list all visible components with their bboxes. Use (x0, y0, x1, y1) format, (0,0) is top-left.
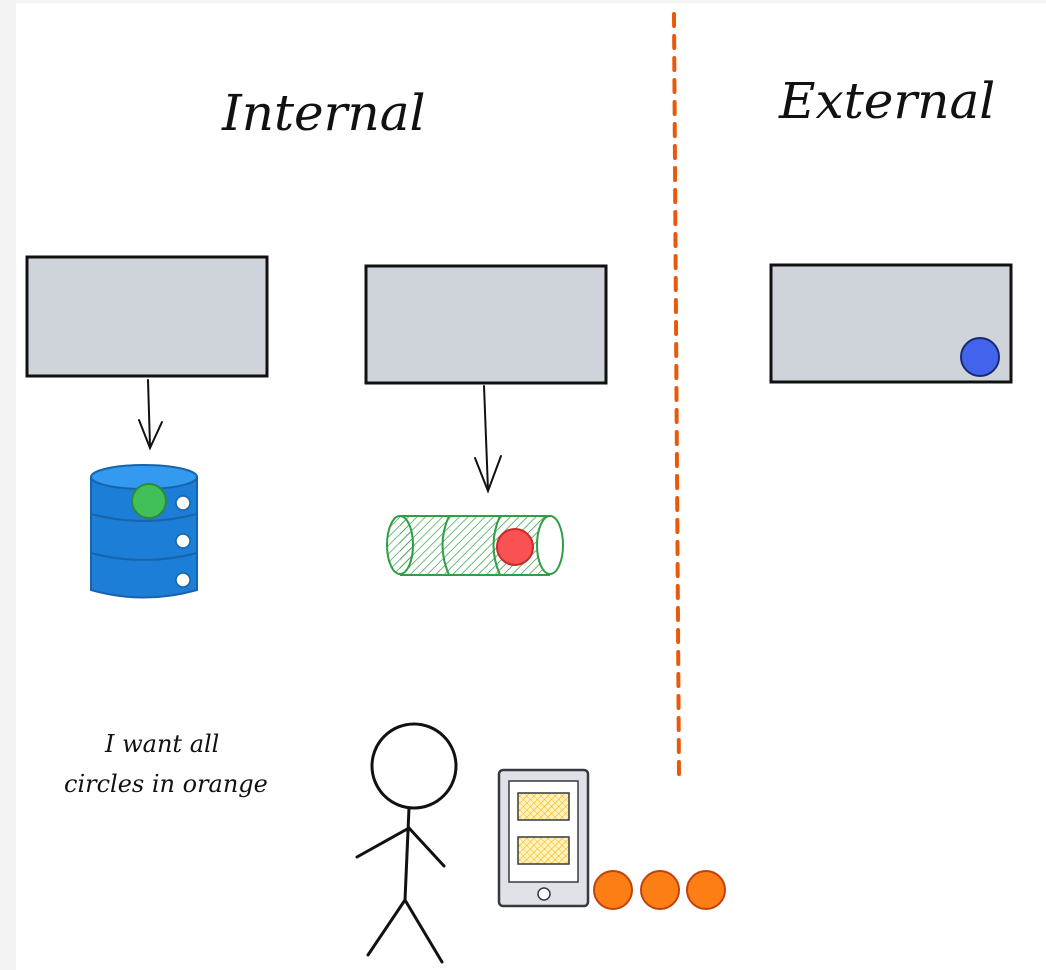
red-circle (496, 528, 534, 566)
internal-service-box-1[interactable] (25, 255, 269, 378)
arrow-box2-to-queue (474, 385, 502, 494)
speech-line-2: circles in orange (64, 770, 268, 798)
external-service-box[interactable] (769, 263, 1013, 384)
internal-service-box-2[interactable] (364, 264, 608, 385)
zone-divider (672, 12, 681, 777)
orange-circle-1 (593, 870, 633, 910)
speech-line-1: I want all (104, 730, 219, 758)
blue-circle (960, 337, 1000, 377)
orange-circle-3 (686, 870, 726, 910)
arrow-box1-to-database (138, 379, 163, 451)
internal-zone-label: Internal (221, 84, 426, 142)
external-zone-label: External (778, 72, 995, 130)
queue-icon (386, 515, 564, 576)
database-icon (90, 464, 198, 599)
stick-figure-icon (355, 722, 458, 964)
diagram-svg: Internal External (25, 12, 1013, 964)
phone-icon (497, 768, 590, 908)
green-circle (131, 483, 167, 519)
diagram-canvas: Internal External (16, 3, 1046, 970)
orange-circle-2 (640, 870, 680, 910)
